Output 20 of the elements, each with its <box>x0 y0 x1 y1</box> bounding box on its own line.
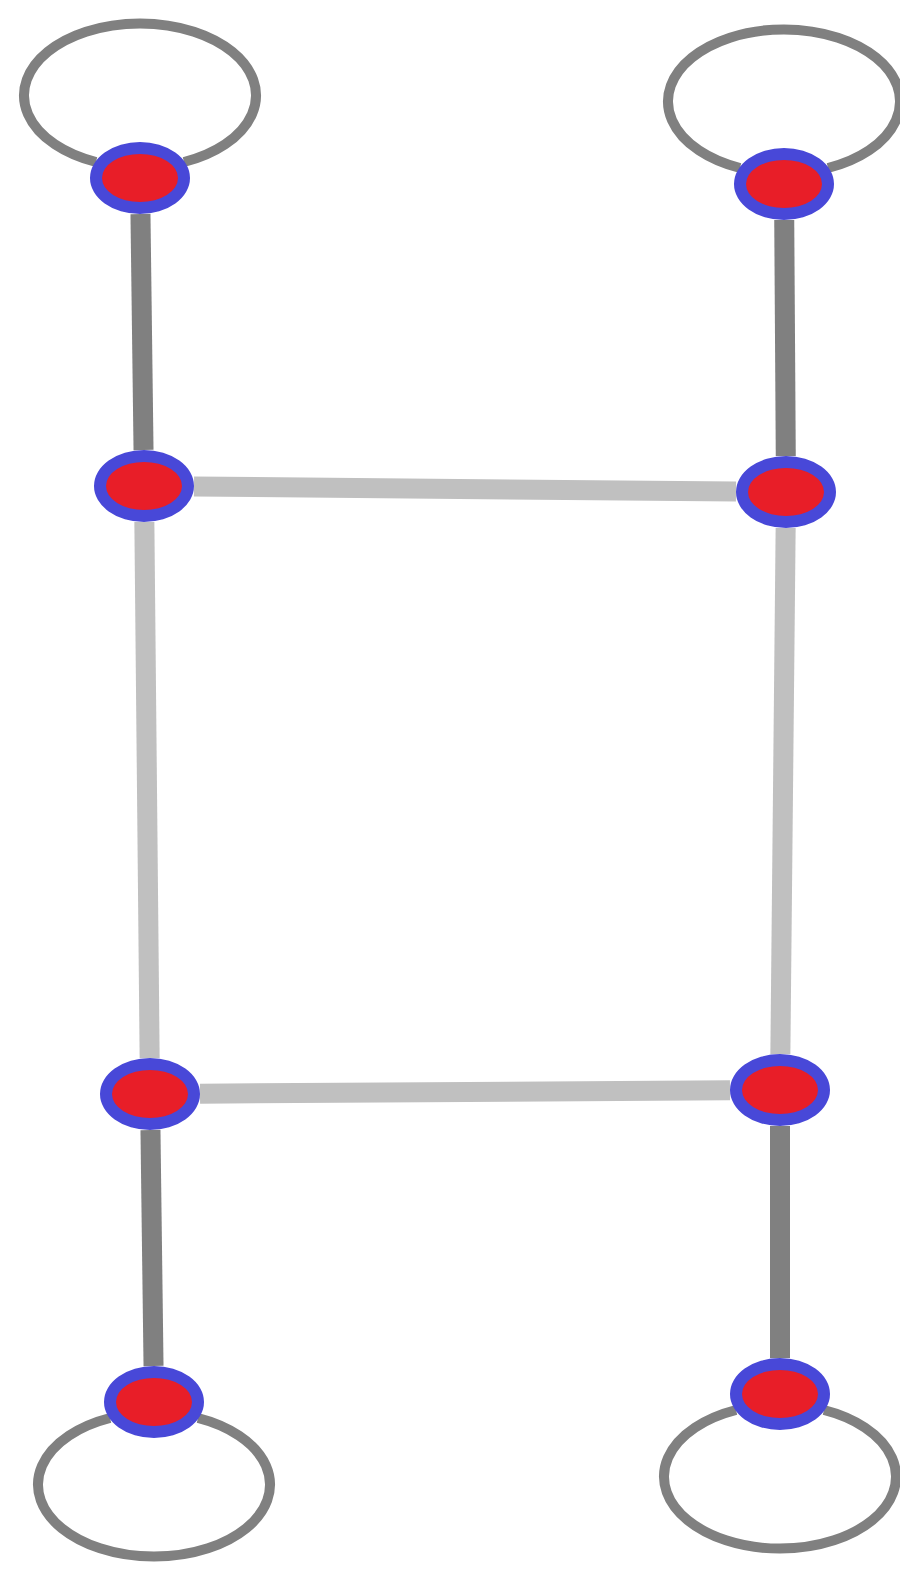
edge-line <box>774 219 796 457</box>
self-loop <box>663 24 900 173</box>
graph-node <box>100 1058 200 1130</box>
edge-line <box>193 476 737 502</box>
self-loop <box>659 1405 900 1554</box>
graph-node <box>90 142 190 214</box>
graph-node <box>104 1366 204 1438</box>
graph-node <box>736 456 836 528</box>
self-loop <box>33 1413 275 1562</box>
graph-node <box>94 450 194 522</box>
self-loop <box>19 18 261 167</box>
graph-node <box>730 1054 830 1126</box>
edge-line <box>770 527 796 1055</box>
graph-node <box>734 148 834 220</box>
edge-line <box>130 213 154 451</box>
graph-node <box>730 1358 830 1430</box>
edge-line <box>770 1126 790 1358</box>
edge-line <box>134 521 160 1059</box>
edge-line <box>199 1080 731 1104</box>
edge-line <box>140 1129 164 1367</box>
